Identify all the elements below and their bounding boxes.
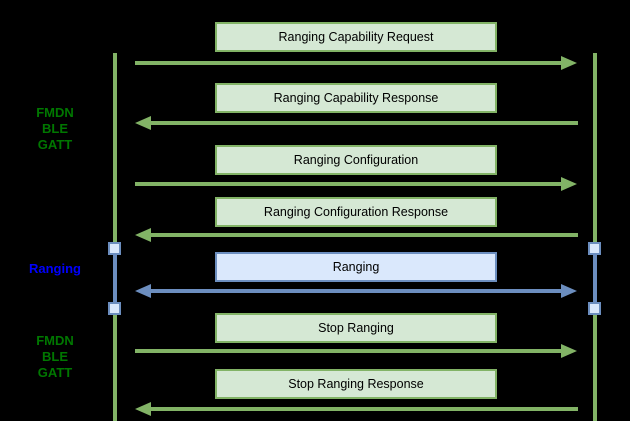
phase-label-line: GATT (37, 365, 73, 380)
right-arrowhead-icon (561, 56, 577, 70)
message-box-stop-ranging: Stop Ranging (215, 313, 497, 343)
message-box-ranging-capability-response: Ranging Capability Response (215, 83, 497, 113)
activation-square-right-top (588, 242, 601, 255)
stop-ranging-arrow-line (135, 349, 562, 353)
left-lifeline-ranging-segment (113, 249, 117, 309)
right-lifeline-ranging-segment (593, 249, 597, 309)
ranging-configuration-response-arrow-line (150, 233, 578, 237)
left-arrowhead-icon (135, 284, 151, 298)
ranging-capability-request-arrow-line (135, 61, 562, 65)
phase-label-line: BLE (42, 121, 68, 136)
stop-ranging-response-arrow-line (150, 407, 578, 411)
left-arrowhead-icon (135, 116, 151, 130)
right-arrowhead-icon (561, 284, 577, 298)
message-box-ranging-configuration: Ranging Configuration (215, 145, 497, 175)
phase-label-ranging: Ranging (9, 261, 101, 277)
phase-label-line: FMDN (36, 105, 74, 120)
phase-label-fmdn-ble-gatt-bottom: FMDN BLE GATT (9, 333, 101, 381)
ranging-capability-response-arrow-line (150, 121, 578, 125)
right-arrowhead-icon (561, 177, 577, 191)
ranging-bidirectional-arrow-line (150, 289, 562, 293)
message-box-ranging-capability-request: Ranging Capability Request (215, 22, 497, 52)
activation-square-left-bottom (108, 302, 121, 315)
ranging-configuration-arrow-line (135, 182, 562, 186)
activation-square-left-top (108, 242, 121, 255)
left-arrowhead-icon (135, 228, 151, 242)
right-arrowhead-icon (561, 344, 577, 358)
left-arrowhead-icon (135, 402, 151, 416)
message-box-ranging: Ranging (215, 252, 497, 282)
message-box-ranging-configuration-response: Ranging Configuration Response (215, 197, 497, 227)
phase-label-line: FMDN (36, 333, 74, 348)
activation-square-right-bottom (588, 302, 601, 315)
left-lifeline (113, 53, 117, 421)
message-box-stop-ranging-response: Stop Ranging Response (215, 369, 497, 399)
right-lifeline (593, 53, 597, 421)
phase-label-fmdn-ble-gatt-top: FMDN BLE GATT (9, 105, 101, 153)
phase-label-line: GATT (37, 137, 73, 152)
phase-label-line: Ranging (29, 261, 81, 276)
phase-label-line: BLE (42, 349, 68, 364)
